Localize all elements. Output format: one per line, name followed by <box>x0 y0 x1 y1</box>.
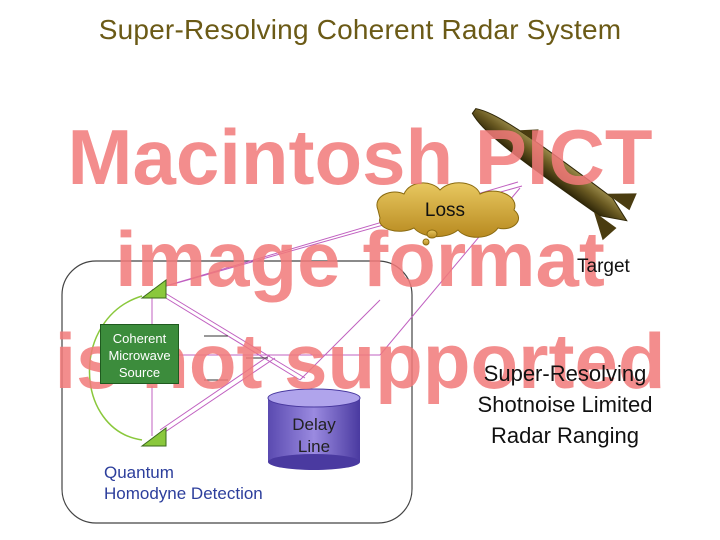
homodyne-wire <box>88 295 143 441</box>
delay-line-label: Delay Line <box>268 414 360 458</box>
detection-label-line1: Quantum <box>104 463 174 482</box>
source-label-line2: Microwave <box>108 348 171 363</box>
watermark-line-1: Macintosh PICT <box>67 113 653 201</box>
page-title: Super-Resolving Coherent Radar System <box>98 14 622 45</box>
microwave-source-box: Coherent Microwave Source <box>100 324 179 384</box>
caption-line3: Radar Ranging <box>491 423 639 448</box>
source-label-line1: Coherent <box>112 331 167 346</box>
caption: Super-Resolving Shotnoise Limited Radar … <box>440 358 690 451</box>
caption-line1: Super-Resolving <box>483 361 647 386</box>
loss-cloud <box>376 182 520 246</box>
watermark-line-2: image format <box>115 215 605 303</box>
target-missile <box>471 108 637 241</box>
lower-detector <box>140 427 167 447</box>
delay-line-cylinder <box>267 388 361 470</box>
delay-label-line1: Delay <box>292 415 336 434</box>
homodyne-detection-label: Quantum Homodyne Detection <box>104 462 263 504</box>
delay-label-line2: Line <box>297 437 331 456</box>
upper-detector <box>140 279 167 299</box>
source-label-line3: Source <box>118 365 161 380</box>
beam-splitters <box>204 335 268 381</box>
caption-line2: Shotnoise Limited <box>477 392 653 417</box>
target-label: Target <box>577 256 630 277</box>
loss-label: Loss <box>424 200 466 221</box>
instrument-enclosure <box>61 260 413 524</box>
detection-label-line2: Homodyne Detection <box>104 484 263 503</box>
